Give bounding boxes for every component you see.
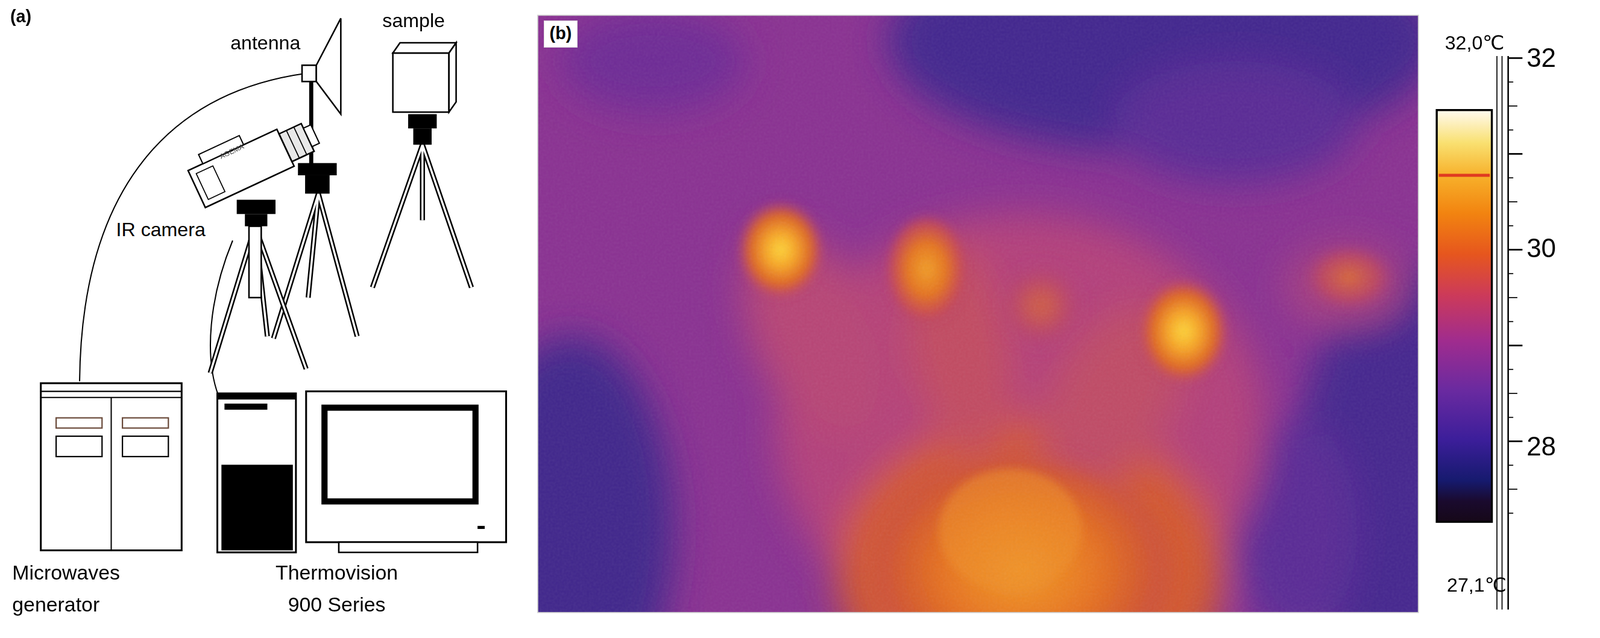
microwave-generator	[110, 397, 112, 552]
tripod	[305, 175, 330, 194]
microwave-generator	[40, 391, 183, 393]
microwave-generator	[122, 436, 169, 457]
panel-letter: (a)	[10, 6, 32, 28]
computer-tower	[217, 393, 297, 553]
sample-box	[372, 144, 472, 288]
thermal-image	[537, 15, 1419, 613]
tripod	[210, 226, 307, 374]
thermal-image	[537, 15, 1419, 613]
monitor	[306, 391, 507, 553]
scale-tick	[1508, 440, 1523, 443]
scale-tick	[1508, 57, 1523, 514]
computer-tower	[217, 393, 297, 553]
tripod	[210, 226, 307, 374]
scale-axis	[1507, 56, 1509, 611]
scale-number: 32	[1526, 40, 1556, 75]
microwave-generator	[56, 418, 102, 429]
scale-tick	[1508, 297, 1518, 299]
tripod	[248, 226, 262, 298]
part-label: antenna	[228, 30, 303, 55]
brand-label: AGEMA	[218, 142, 246, 161]
scale-tick	[1508, 368, 1514, 371]
part-label: Thermovision 900 Series	[260, 557, 414, 621]
scale-tick	[1508, 129, 1514, 131]
scale-tick	[1508, 81, 1514, 83]
scale-number: 30	[1526, 231, 1556, 265]
sample-box	[449, 42, 457, 113]
ir-camera	[303, 124, 320, 147]
panel-letter: (b)	[543, 20, 578, 48]
ir-camera	[183, 106, 324, 208]
monitor	[324, 408, 476, 503]
scale-tick	[1508, 488, 1518, 491]
color-bar	[1439, 173, 1491, 177]
scale-tick	[1508, 417, 1514, 419]
scale-tick	[1508, 464, 1514, 467]
sample-box	[372, 144, 472, 288]
monitor	[477, 526, 485, 530]
sample-box	[372, 42, 472, 288]
scale-axis	[1501, 56, 1503, 611]
scale-tick	[1508, 225, 1514, 227]
monitor	[306, 391, 507, 543]
scale-tick	[1508, 321, 1514, 323]
sample-box	[413, 128, 432, 145]
image-border	[537, 15, 1419, 613]
antenna-horn	[302, 65, 317, 82]
computer-tower	[224, 403, 268, 410]
scale-max: 32,0℃	[1445, 30, 1505, 55]
scale-min: 27,1℃	[1446, 573, 1507, 598]
tripod	[236, 200, 276, 215]
scale-tick	[1508, 248, 1523, 251]
color-bar	[1436, 110, 1492, 523]
ir-camera	[195, 165, 225, 200]
computer-tower	[217, 393, 297, 400]
part-label: sample	[380, 8, 447, 33]
scale-tick	[1508, 273, 1514, 275]
scale-axis	[1496, 56, 1509, 611]
microwave-generator	[122, 418, 169, 429]
sample-box	[393, 53, 450, 113]
thermal-image	[537, 15, 1419, 613]
scale-axis	[1496, 56, 1498, 611]
color-bar	[1436, 110, 1492, 523]
antenna-horn	[316, 18, 342, 114]
scale-tick	[1508, 344, 1523, 347]
scale-tick	[1508, 201, 1518, 203]
microwave-generator	[40, 383, 183, 551]
monitor	[338, 542, 478, 553]
tripod	[244, 214, 268, 227]
cable	[79, 73, 307, 397]
tripod	[297, 163, 337, 176]
sample-box	[408, 113, 437, 129]
scale-tick	[1508, 105, 1518, 107]
ir-camera	[188, 129, 295, 208]
scale-tick	[1508, 153, 1523, 155]
sample-box	[393, 42, 457, 54]
part-label: IR camera	[114, 217, 208, 242]
scale-tick	[1508, 393, 1518, 395]
tripod	[210, 200, 307, 374]
part-label: Microwaves generator	[12, 557, 166, 621]
scale-tick	[1508, 177, 1514, 179]
computer-tower	[221, 464, 293, 551]
scale-tick	[1508, 513, 1514, 515]
microwave-generator	[56, 436, 102, 457]
thermal-image	[537, 15, 1419, 613]
microwave-generator	[40, 383, 183, 551]
scale-number: 28	[1526, 429, 1556, 463]
scale-tick	[1508, 57, 1523, 60]
